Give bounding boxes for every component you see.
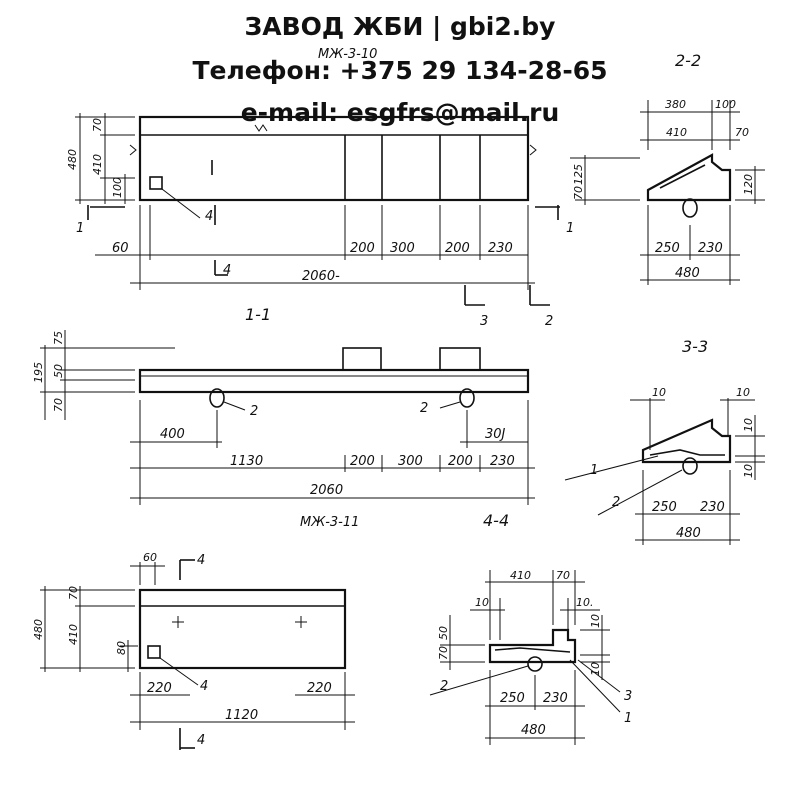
- s11-v70: 70: [52, 398, 65, 412]
- section-3-3: 3-3 10 10 10 10 1 2 250 230 480: [564, 337, 765, 545]
- mj311-cut-4-top: 4: [197, 553, 205, 568]
- s44-label-1: 1: [624, 711, 632, 726]
- dim-60: 60: [112, 241, 129, 256]
- s44-v10-b: 10: [589, 662, 602, 676]
- cut-2: 2: [545, 314, 553, 329]
- s44-d410: 410: [510, 569, 531, 582]
- s33-dim-480: 480: [676, 526, 701, 541]
- mj311-d220-b: 220: [307, 681, 332, 696]
- dim-70: 70: [91, 118, 104, 132]
- title-1-1: 1-1: [245, 305, 271, 324]
- s33-dim-250: 250: [652, 500, 677, 515]
- s22-dim-410: 410: [666, 126, 687, 139]
- dim-2060: 2060-: [302, 269, 340, 284]
- s44-d230: 230: [543, 691, 568, 706]
- s33-d10-b: 10: [736, 386, 750, 399]
- s11-dim-2060: 2060: [310, 483, 343, 498]
- s11-dim-200-b: 200: [448, 454, 473, 469]
- mj311-d60: 60: [143, 551, 157, 564]
- s22-dim-250: 250: [655, 241, 680, 256]
- dim-480: 480: [66, 149, 79, 170]
- s33-label-1: 1: [590, 463, 598, 478]
- dim-410: 410: [91, 154, 104, 175]
- s22-dim-380: 380: [665, 98, 686, 111]
- mj311-cut-4-bottom: 4: [197, 733, 205, 748]
- s11-dim-230: 230: [490, 454, 515, 469]
- s44-label-2: 2: [440, 679, 448, 694]
- dim-300: 300: [390, 241, 415, 256]
- plan-mj-3-11: МЖ-3-11 60 4 480 70 410 80 4 220 220 112…: [32, 515, 359, 750]
- s44-v70: 70: [437, 646, 450, 660]
- cut-1-left: 1: [76, 221, 84, 236]
- s11-dim-200-a: 200: [350, 454, 375, 469]
- s44-v10-a: 10: [589, 614, 602, 628]
- section-1-1: 1-1 75 195 50 70 2 2 400 30J 1130 200 30…: [32, 305, 535, 505]
- dim-100: 100: [111, 177, 124, 198]
- s44-d480: 480: [521, 723, 546, 738]
- section-4-4: 4-4 410 70 10 10. 10 10 70 50 2 3 1: [429, 511, 632, 745]
- s11-dim-1130: 1130: [230, 454, 263, 469]
- plan-mj-3-10: 480 70 410 100 1 1 4 4 60 200 300 200 23…: [66, 113, 574, 329]
- s33-v10-b: 10: [742, 464, 755, 478]
- s11-label-2-a: 2: [250, 404, 258, 419]
- s33-v10-a: 10: [742, 418, 755, 432]
- s22-dim-480: 480: [675, 266, 700, 281]
- s44-d10-a: 10: [475, 596, 489, 609]
- mj311-h80: 80: [115, 641, 128, 655]
- s11-v75: 75: [52, 331, 65, 345]
- s11-dim-400: 400: [160, 427, 185, 442]
- mj311-h70: 70: [67, 586, 80, 600]
- s22-v125: 125: [572, 164, 585, 185]
- s44-d10-b: 10.: [576, 596, 594, 609]
- s33-dim-230: 230: [700, 500, 725, 515]
- section-2-2: 2-2 380 100 410 70 70 125 120 250 230 48…: [570, 51, 765, 285]
- s22-v70: 70: [572, 186, 585, 200]
- title-4-4: 4-4: [483, 511, 509, 530]
- s11-dim-300: 300: [398, 454, 423, 469]
- dim-200-a: 200: [350, 241, 375, 256]
- title-mj-3-10: МЖ-3-10: [318, 47, 377, 62]
- cut-4-bottom: 4: [223, 263, 231, 278]
- title-3-3: 3-3: [682, 337, 708, 356]
- mj311-h480: 480: [32, 619, 45, 640]
- s22-v120: 120: [742, 174, 755, 195]
- s22-dim-230: 230: [698, 241, 723, 256]
- s44-v50: 50: [437, 626, 450, 640]
- cut-1-right: 1: [566, 221, 574, 236]
- s33-d10-a: 10: [652, 386, 666, 399]
- s11-v195: 195: [32, 362, 45, 383]
- watermark-company: ЗАВОД ЖБИ | gbi2.by: [244, 12, 556, 41]
- cut-3: 3: [480, 314, 488, 329]
- watermark-phone: Телефон: +375 29 134-28-65: [192, 56, 608, 85]
- dim-200-b: 200: [445, 241, 470, 256]
- s44-label-3: 3: [624, 689, 632, 704]
- mj311-d220-a: 220: [147, 681, 172, 696]
- s22-dim-70: 70: [735, 126, 749, 139]
- watermark-email: e-mail: esgfrs@mail.ru: [240, 98, 560, 127]
- s11-v50: 50: [52, 364, 65, 378]
- dim-230: 230: [488, 241, 513, 256]
- s11-dim-30J: 30J: [485, 427, 506, 442]
- s22-dim-100: 100: [715, 98, 736, 111]
- title-mj-3-11: МЖ-3-11: [300, 515, 359, 530]
- title-2-2: 2-2: [675, 51, 701, 70]
- label-4: 4: [205, 209, 213, 224]
- s33-label-2: 2: [612, 495, 620, 510]
- s11-label-2-b: 2: [420, 401, 428, 416]
- mj311-h410: 410: [67, 624, 80, 645]
- mj311-d1120: 1120: [225, 708, 258, 723]
- mj311-label-4: 4: [200, 679, 208, 694]
- s44-d250: 250: [500, 691, 525, 706]
- s44-d70: 70: [556, 569, 570, 582]
